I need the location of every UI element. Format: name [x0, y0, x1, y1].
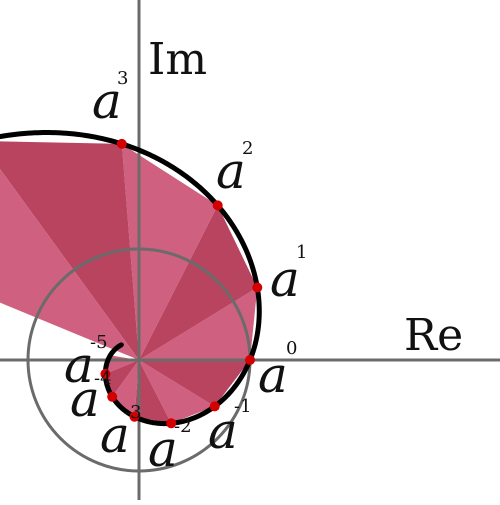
power-point	[166, 418, 177, 429]
power-exponent-label: -2	[174, 416, 192, 437]
spiral-wedge	[139, 360, 215, 424]
spiral-wedge	[134, 360, 172, 424]
power-exponent-label: -4	[94, 368, 112, 389]
spiral-wedge	[139, 360, 250, 407]
power-point	[209, 401, 220, 412]
imaginary-axis-label: Im	[148, 34, 207, 85]
spiral-wedge	[0, 141, 139, 360]
power-base-label: a	[258, 346, 288, 404]
power-exponent-label: -3	[124, 402, 142, 423]
power-exponent-label: 1	[296, 242, 307, 263]
power-base-label: a	[64, 336, 94, 394]
spiral-wedge	[139, 205, 258, 360]
power-point	[129, 411, 140, 422]
power-point	[245, 355, 255, 365]
power-base-label: a	[148, 420, 178, 478]
power-base-label: a	[92, 72, 122, 130]
power-exponent-label: -1	[234, 396, 252, 417]
power-base-label: a	[216, 142, 246, 200]
power-base-label: a	[208, 402, 238, 460]
power-exponent-label: -5	[90, 332, 108, 353]
power-point	[252, 282, 263, 293]
power-point	[116, 138, 127, 149]
power-exponent-label: 2	[242, 138, 253, 159]
power-exponent-label: 0	[286, 338, 297, 359]
power-point	[107, 391, 118, 402]
power-base-label: a	[100, 406, 130, 464]
power-point	[100, 368, 111, 379]
power-exponent-label: 3	[117, 68, 128, 89]
spiral-wedge	[0, 169, 139, 360]
power-point	[212, 200, 223, 211]
spiral-wedge	[105, 360, 139, 397]
power-points	[100, 138, 263, 429]
power-base-label: a	[70, 370, 100, 428]
real-axis-label: Re	[404, 310, 463, 361]
power-base-label: a	[270, 250, 300, 308]
